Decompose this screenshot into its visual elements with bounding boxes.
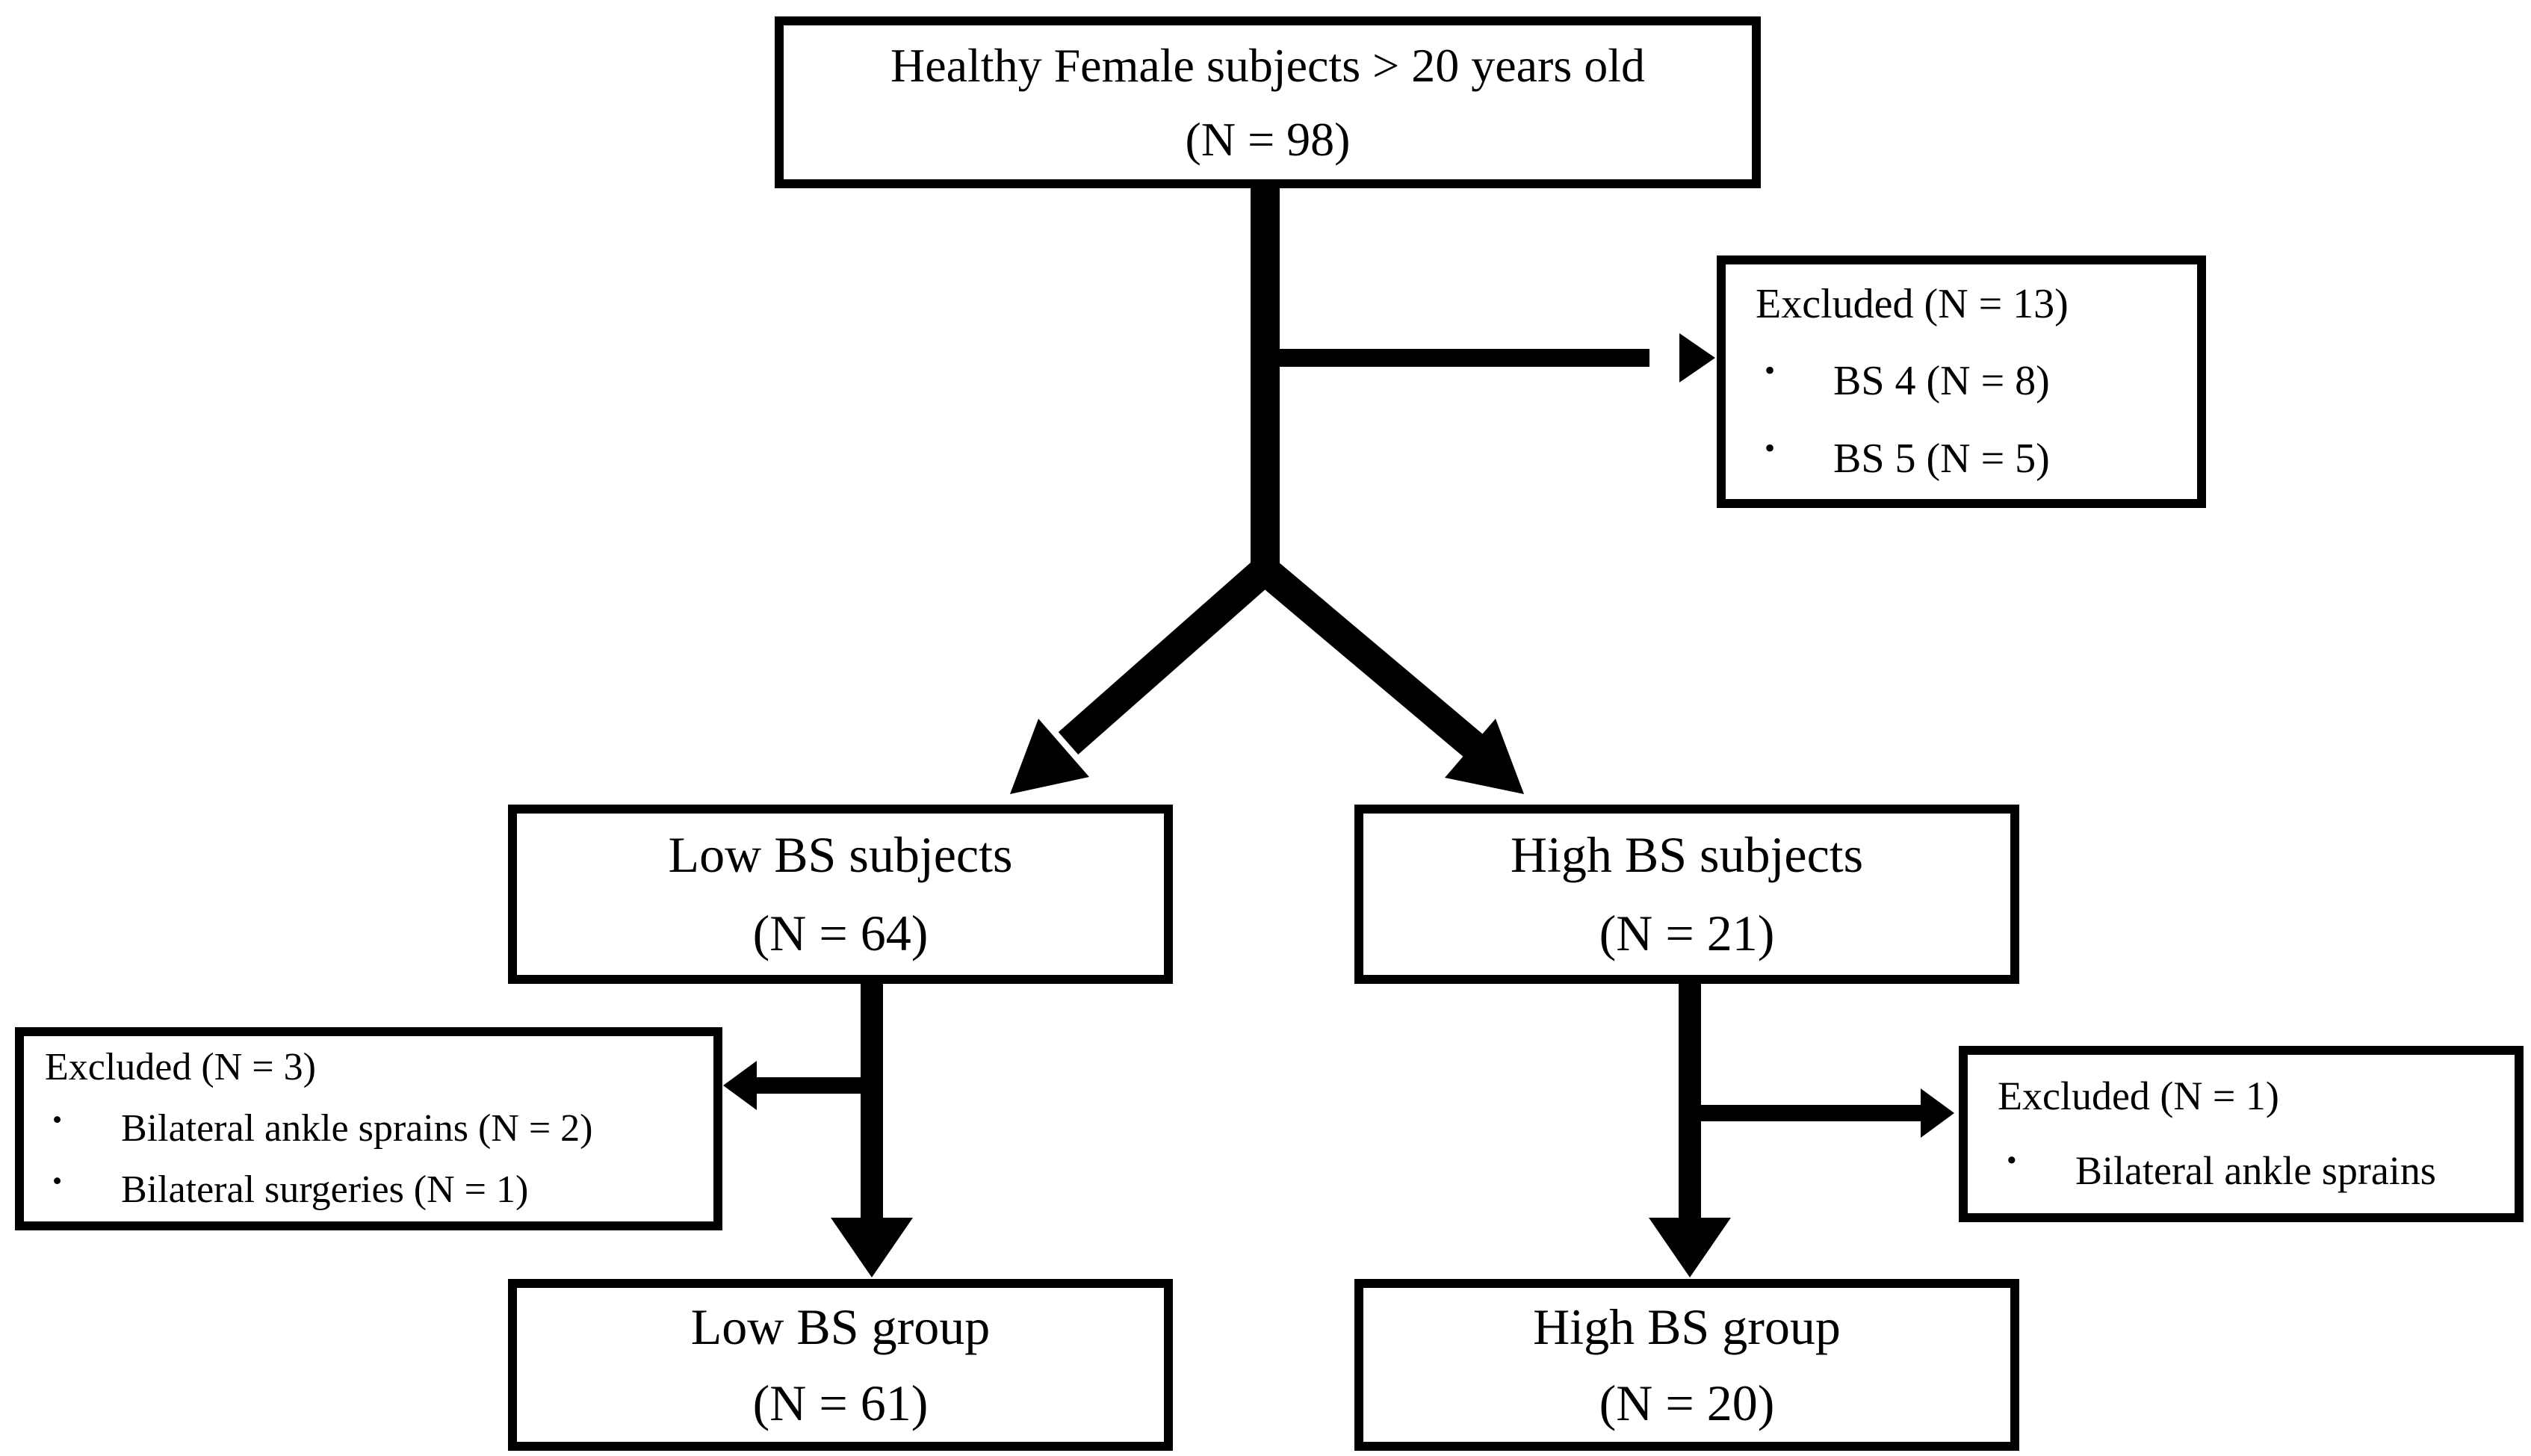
excluded-high-box: Excluded (N = 1) • Bilateral ankle sprai… [1959,1046,2524,1222]
low-bs-group-box: Low BS group (N = 61) [508,1279,1173,1451]
excluded-low-item: • Bilateral ankle sprains (N = 2) [24,1098,713,1159]
excluded-top-item: • BS 5 (N = 5) [1726,421,2197,498]
excluded-high-item-text: Bilateral ankle sprains [2075,1148,2436,1193]
excluded-top-item-text: BS 5 (N = 5) [1833,435,2050,482]
low-vertical-line [861,984,883,1221]
excluded-low-box: Excluded (N = 3) • Bilateral ankle sprai… [15,1027,722,1230]
high-bs-group-box: High BS group (N = 20) [1354,1279,2019,1451]
excluded-high-arrow-icon [1921,1088,1954,1138]
diagonal-right-line [1255,558,1483,758]
excluded-low-branch-line [753,1077,865,1094]
excluded-low-item: • Bilateral surgeries (N = 1) [24,1159,713,1221]
high-bs-group-count: (N = 20) [1599,1375,1775,1431]
excluded-top-arrow-icon [1679,333,1715,382]
bullet-icon: • [52,1166,63,1198]
high-bs-subjects-box: High BS subjects (N = 21) [1354,805,2019,984]
high-bs-subjects-count: (N = 21) [1599,905,1775,961]
low-bs-subjects-line1: Low BS subjects [668,825,1013,883]
diagonal-left-line [1058,559,1275,755]
excluded-low-item-text: Bilateral surgeries (N = 1) [121,1168,529,1212]
excluded-top-branch-line [1265,349,1649,367]
enrollment-box-line1: Healthy Female subjects > 20 years old [890,38,1646,92]
low-down-arrow-icon [831,1218,913,1277]
enrollment-box: Healthy Female subjects > 20 years old (… [775,16,1761,188]
bullet-icon: • [1765,353,1776,388]
high-bs-group-line1: High BS group [1533,1298,1841,1355]
diagonal-right-arrow-icon [1445,719,1524,794]
excluded-top-item: • BS 4 (N = 8) [1726,343,2197,421]
excluded-top-title: Excluded (N = 13) [1756,280,2069,327]
low-bs-group-count: (N = 61) [752,1375,929,1431]
enrollment-box-count: (N = 98) [1185,113,1351,166]
high-bs-subjects-line1: High BS subjects [1510,825,1864,883]
bullet-icon: • [1765,430,1776,465]
trunk-line [1251,187,1280,583]
excluded-high-title: Excluded (N = 1) [1998,1074,2279,1119]
excluded-low-item-text: Bilateral ankle sprains (N = 2) [121,1106,593,1150]
excluded-high-branch-line [1690,1105,1924,1121]
excluded-top-box: Excluded (N = 13) • BS 4 (N = 8) • BS 5 … [1717,255,2206,508]
excluded-high-item: • Bilateral ankle sprains [1968,1134,2515,1209]
bullet-icon: • [52,1104,63,1136]
high-down-arrow-icon [1649,1218,1731,1277]
bullet-icon: • [2007,1144,2017,1177]
diagonal-left-arrow-icon [1010,719,1089,794]
excluded-top-item-text: BS 4 (N = 8) [1833,358,2050,405]
high-vertical-line [1679,984,1701,1221]
low-bs-group-line1: Low BS group [690,1298,991,1355]
low-bs-subjects-count: (N = 64) [752,905,929,961]
excluded-low-arrow-icon [723,1061,757,1110]
low-bs-subjects-box: Low BS subjects (N = 64) [508,805,1173,984]
excluded-low-title: Excluded (N = 3) [45,1045,316,1088]
